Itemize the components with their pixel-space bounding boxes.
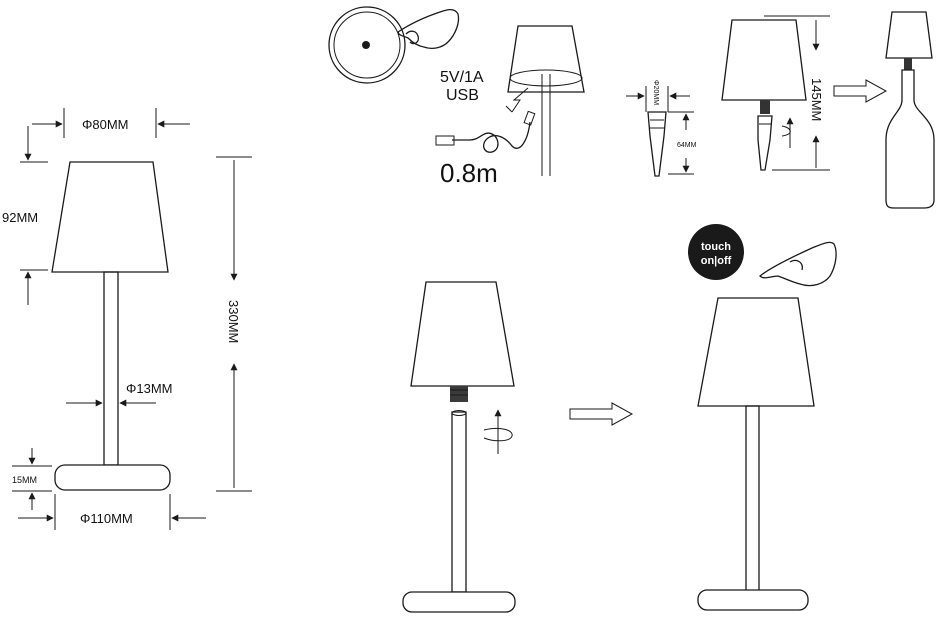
rotate-icon (483, 427, 513, 442)
shade-diameter-label: Φ80MM (82, 117, 129, 132)
dim-pole-diameter: Φ13MM (66, 381, 173, 407)
final-lamp-base (697, 589, 809, 611)
usb-charging-illustration: 5V/1A USB 0.8m (435, 25, 585, 188)
touch-point (362, 41, 370, 49)
base-height-label: 15MM (12, 475, 37, 485)
assembly-pole (451, 411, 467, 593)
cork-adapter (647, 111, 667, 177)
charging-spec-line2: USB (446, 87, 479, 104)
dim-base-diameter: Φ110MM (18, 494, 206, 530)
adapter-connector (760, 100, 770, 114)
assembly-base (402, 591, 516, 613)
usb-cable (452, 121, 531, 153)
assembly-lamp-shade (410, 281, 515, 387)
touch-on-off-illustration: touch on|off (688, 224, 837, 611)
dimension-lamp (51, 161, 171, 491)
base-diameter-label: Φ110MM (80, 511, 133, 526)
pole-diameter-label: Φ13MM (126, 381, 173, 396)
charging-spec-line1: 5V/1A (440, 69, 484, 86)
bottle-lamp-shade (885, 11, 933, 59)
adapter-length-label: 64MM (677, 142, 697, 149)
adapter-height-label: 145MM (809, 78, 824, 121)
plug-in-arrow (505, 87, 529, 113)
dim-base-height: 15MM (12, 448, 52, 510)
dim-total-height: 330MM (216, 156, 252, 492)
arrow-right-icon (833, 79, 888, 103)
touch-label-line1: touch (701, 241, 731, 253)
touch-label-line2: on|off (701, 255, 732, 267)
hand-icon (397, 8, 460, 49)
usb-plug (435, 135, 455, 146)
dim-shade-height: 92MM (2, 126, 48, 305)
final-lamp-shade (697, 297, 815, 407)
charging-lamp-shade (507, 25, 585, 93)
bottle-adapter-illustration: Φ20MM 64MM 145MM (626, 11, 935, 209)
finger-icon (759, 241, 837, 287)
final-lamp-pole (745, 405, 760, 593)
wine-bottle (885, 69, 935, 209)
lamp-base (54, 464, 171, 491)
touch-dimmer-illustration (328, 6, 460, 84)
cable-length-label: 0.8m (440, 158, 498, 188)
adapter-lamp-shade (721, 19, 807, 101)
lamp-pole (103, 271, 119, 466)
arrow-right-icon-2 (569, 402, 634, 426)
dim-shade-diameter: Φ80MM (32, 108, 190, 138)
touch-button (688, 224, 744, 280)
assembly-connector (450, 386, 468, 402)
adapter-diameter-label: Φ20MM (652, 80, 659, 105)
lamp-shade (51, 161, 169, 273)
assembly-illustration (402, 281, 634, 613)
total-height-label: 330MM (226, 300, 241, 343)
shade-height-label: 92MM (2, 210, 38, 225)
